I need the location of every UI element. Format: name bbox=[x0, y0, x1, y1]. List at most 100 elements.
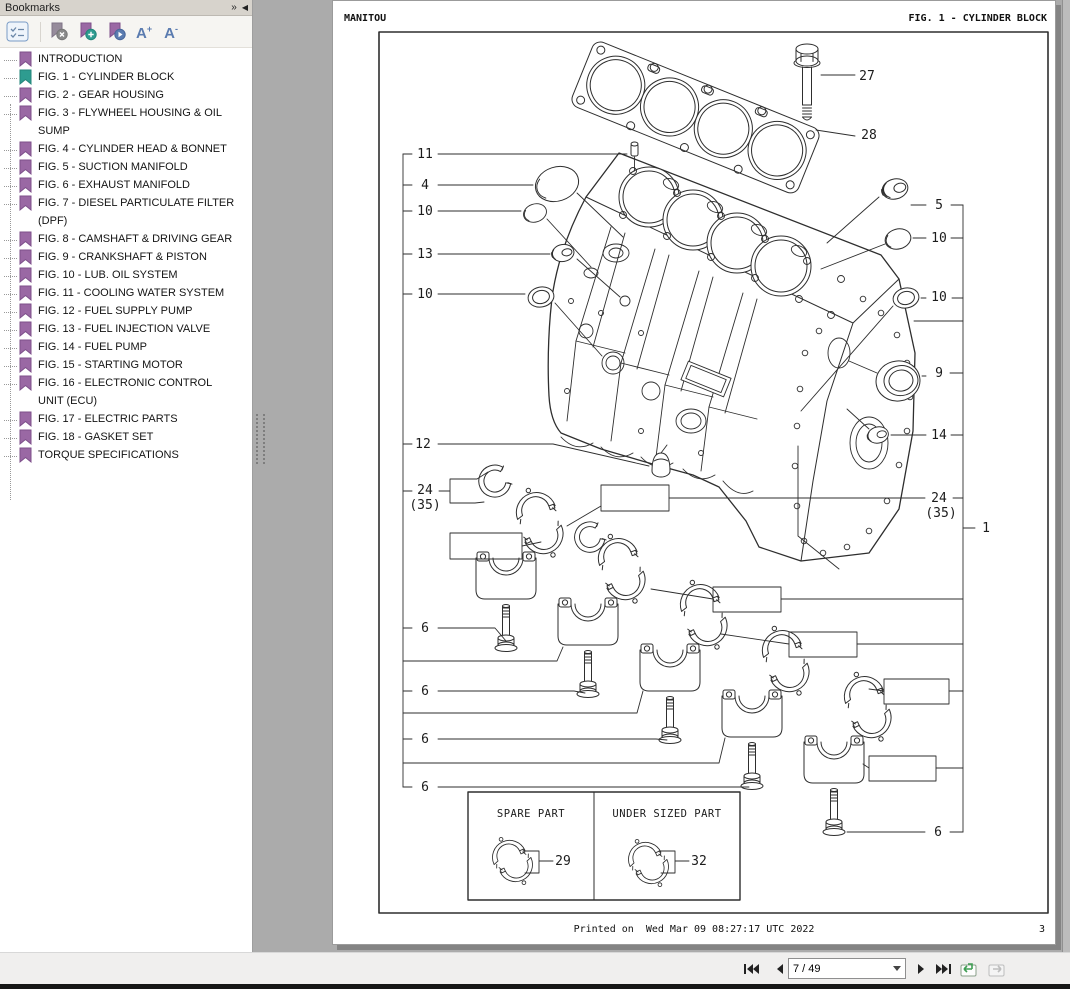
sidebar-item-label: FIG. 11 - COOLING WATER SYSTEM bbox=[38, 287, 225, 299]
panel-resize-handle[interactable] bbox=[256, 414, 265, 464]
sidebar-item-fig-9-crankshaft-piston[interactable]: FIG. 9 - CRANKSHAFT & PISTON bbox=[0, 248, 252, 266]
sidebar-item-fig-4-cylinder-head-bonnet[interactable]: FIG. 4 - CYLINDER HEAD & BONNET bbox=[0, 140, 252, 158]
bookmark-flag-icon bbox=[19, 339, 32, 356]
callout-label: 6 bbox=[934, 825, 942, 840]
sidebar-item-fig-15-starting-motor[interactable]: FIG. 15 - STARTING MOTOR bbox=[0, 356, 252, 374]
bookmark-flag-icon bbox=[19, 105, 32, 122]
sidebar-item-fig-16-electronic-control-unit-ecu[interactable]: FIG. 16 - ELECTRONIC CONTROL UNIT (ECU) bbox=[0, 374, 252, 410]
callout-labels: SPARE PART UNDER SIZED PART 114101310122… bbox=[409, 69, 990, 869]
sidebar-item-label: FIG. 16 - ELECTRONIC CONTROL UNIT (ECU) bbox=[38, 377, 212, 407]
toolbar-separator bbox=[40, 21, 41, 42]
next-view-button[interactable] bbox=[986, 960, 1008, 978]
callout-label: 24 bbox=[417, 483, 433, 498]
bookmarks-toolbar: A+ A- bbox=[0, 16, 252, 48]
sidebar-item-fig-2-gear-housing[interactable]: FIG. 2 - GEAR HOUSING bbox=[0, 86, 252, 104]
callout-label: 24 bbox=[931, 491, 947, 506]
sidebar-item-fig-13-fuel-injection-valve[interactable]: FIG. 13 - FUEL INJECTION VALVE bbox=[0, 320, 252, 338]
tree-stub bbox=[4, 86, 17, 97]
sidebar-item-label: FIG. 2 - GEAR HOUSING bbox=[38, 89, 164, 101]
next-page-button[interactable] bbox=[910, 961, 932, 977]
last-page-button[interactable] bbox=[932, 961, 954, 977]
sidebar-item-fig-14-fuel-pump[interactable]: FIG. 14 - FUEL PUMP bbox=[0, 338, 252, 356]
sidebar-item-label: FIG. 8 - CAMSHAFT & DRIVING GEAR bbox=[38, 233, 233, 245]
sidebar-item-label: INTRODUCTION bbox=[38, 53, 123, 65]
sidebar-item-label: FIG. 17 - ELECTRIC PARTS bbox=[38, 413, 178, 425]
callout-label: 6 bbox=[421, 684, 429, 699]
bookmarks-panel-header: Bookmarks » ◀ bbox=[0, 0, 252, 16]
previous-page-button[interactable] bbox=[768, 961, 790, 977]
add-bookmark-icon[interactable] bbox=[78, 22, 98, 41]
sidebar-item-label: FIG. 13 - FUEL INJECTION VALVE bbox=[38, 323, 211, 335]
first-page-button[interactable] bbox=[740, 961, 762, 977]
sidebar-item-fig-12-fuel-supply-pump[interactable]: FIG. 12 - FUEL SUPPLY PUMP bbox=[0, 302, 252, 320]
callout-label: 10 bbox=[931, 290, 947, 305]
sidebar-item-fig-18-gasket-set[interactable]: FIG. 18 - GASKET SET bbox=[0, 428, 252, 446]
collapse-panel-icon[interactable]: ◀ bbox=[241, 3, 248, 12]
sidebar-item-torque-specifications[interactable]: TORQUE SPECIFICATIONS bbox=[0, 446, 252, 464]
previous-view-button[interactable] bbox=[958, 960, 980, 978]
sidebar-item-fig-10-lub-oil-system[interactable]: FIG. 10 - LUB. OIL SYSTEM bbox=[0, 266, 252, 284]
inset-right-title: UNDER SIZED PART bbox=[612, 808, 721, 820]
head-bolt bbox=[793, 43, 821, 121]
document-page: MANITOU FIG. 1 - CYLINDER BLOCK bbox=[332, 0, 1056, 945]
callout-label: 5 bbox=[935, 198, 943, 213]
sidebar-item-fig-3-flywheel-housing-oil-sump[interactable]: FIG. 3 - FLYWHEEL HOUSING & OIL SUMP bbox=[0, 104, 252, 140]
callout-label: 9 bbox=[935, 366, 943, 381]
increase-text-size-button[interactable]: A+ bbox=[136, 24, 153, 42]
tree-stub bbox=[4, 68, 17, 79]
sidebar-item-label: FIG. 7 - DIESEL PARTICULATE FILTER (DPF) bbox=[38, 197, 235, 227]
sidebar-item-fig-7-diesel-particulate-filter-dpf[interactable]: FIG. 7 - DIESEL PARTICULATE FILTER (DPF) bbox=[0, 194, 252, 230]
sidebar-item-fig-5-suction-manifold[interactable]: FIG. 5 - SUCTION MANIFOLD bbox=[0, 158, 252, 176]
callout-label: 6 bbox=[421, 780, 429, 795]
bookmark-flag-icon bbox=[19, 87, 32, 104]
callout-label: (35) bbox=[925, 506, 956, 521]
expand-bookmark-icon[interactable] bbox=[107, 22, 127, 41]
inset-table bbox=[467, 791, 741, 901]
cylinder-block-diagram: SPARE PART UNDER SIZED PART 114101310122… bbox=[378, 31, 1049, 914]
callout-label: 10 bbox=[417, 204, 433, 219]
sidebar-item-label: FIG. 15 - STARTING MOTOR bbox=[38, 359, 183, 371]
callout-label: (35) bbox=[409, 498, 440, 513]
inset-left-title: SPARE PART bbox=[497, 808, 565, 820]
dome-plug-12 bbox=[651, 444, 671, 478]
bookmark-flag-icon bbox=[19, 375, 32, 392]
page-dropdown-arrow-icon[interactable] bbox=[893, 966, 901, 971]
bookmark-flag-icon bbox=[19, 267, 32, 284]
bookmark-flag-icon bbox=[19, 303, 32, 320]
taskbar-strip bbox=[0, 984, 1070, 989]
bookmark-flag-icon bbox=[19, 195, 32, 212]
sidebar-item-fig-8-camshaft-driving-gear[interactable]: FIG. 8 - CAMSHAFT & DRIVING GEAR bbox=[0, 230, 252, 248]
bookmark-flag-icon bbox=[19, 69, 32, 86]
bookmark-flag-icon bbox=[19, 285, 32, 302]
bookmark-flag-icon bbox=[19, 429, 32, 446]
bookmark-flag-icon bbox=[19, 357, 32, 374]
vertical-scrollbar[interactable] bbox=[1062, 0, 1070, 952]
sidebar-item-fig-17-electric-parts[interactable]: FIG. 17 - ELECTRIC PARTS bbox=[0, 410, 252, 428]
figure-border bbox=[378, 31, 1049, 914]
sidebar-item-label: FIG. 14 - FUEL PUMP bbox=[38, 341, 148, 353]
sidebar-item-fig-11-cooling-water-system[interactable]: FIG. 11 - COOLING WATER SYSTEM bbox=[0, 284, 252, 302]
bookmark-flag-icon bbox=[19, 321, 32, 338]
expand-panel-icon[interactable]: » bbox=[231, 2, 237, 13]
sidebar-item-introduction[interactable]: INTRODUCTION bbox=[0, 50, 252, 68]
leader-lines bbox=[402, 74, 976, 833]
page-navigation-toolbar bbox=[0, 952, 1070, 984]
panel-title: Bookmarks bbox=[5, 1, 61, 14]
panel-options-icon[interactable] bbox=[6, 21, 29, 42]
decrease-text-size-button[interactable]: A- bbox=[164, 24, 178, 42]
page-header-title: FIG. 1 - CYLINDER BLOCK bbox=[908, 13, 1047, 24]
page-number-input[interactable] bbox=[789, 959, 891, 978]
tree-stub bbox=[4, 50, 17, 61]
bookmark-flag-icon bbox=[19, 51, 32, 68]
sidebar-item-label: TORQUE SPECIFICATIONS bbox=[38, 449, 179, 461]
sidebar-item-label: FIG. 12 - FUEL SUPPLY PUMP bbox=[38, 305, 193, 317]
sidebar-item-label: FIG. 9 - CRANKSHAFT & PISTON bbox=[38, 251, 207, 263]
sidebar-item-fig-6-exhaust-manifold[interactable]: FIG. 6 - EXHAUST MANIFOLD bbox=[0, 176, 252, 194]
sidebar-item-label: FIG. 10 - LUB. OIL SYSTEM bbox=[38, 269, 178, 281]
sidebar-item-fig-1-cylinder-block[interactable]: FIG. 1 - CYLINDER BLOCK bbox=[0, 68, 252, 86]
page-number-combobox[interactable] bbox=[788, 958, 906, 979]
callout-label: 13 bbox=[417, 247, 433, 262]
head-gasket bbox=[571, 41, 820, 194]
collapse-bookmark-icon[interactable] bbox=[49, 22, 69, 41]
sidebar-item-label: FIG. 3 - FLYWHEEL HOUSING & OIL SUMP bbox=[38, 107, 222, 137]
